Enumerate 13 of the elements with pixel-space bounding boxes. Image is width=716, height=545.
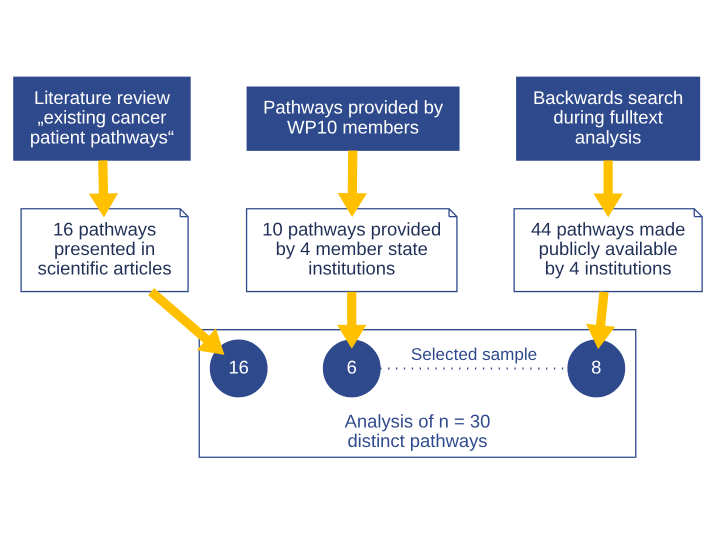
node-circle: 8 [567, 340, 626, 398]
node-circle: 16 [210, 340, 268, 398]
edge-label: Selected sample [410, 344, 538, 364]
arrow [88, 160, 118, 218]
arrow [148, 288, 224, 355]
arrow [338, 150, 367, 218]
arrow [586, 291, 616, 350]
node-box: Pathways provided by WP10 members [246, 86, 460, 151]
arrow [593, 160, 623, 218]
node-circle: 6 [322, 340, 381, 398]
arrow [337, 292, 366, 349]
node-box: Backwards search during fulltext analysis [516, 76, 700, 161]
node-box: Literature review „existing cancer patient pathways“ [13, 76, 191, 161]
